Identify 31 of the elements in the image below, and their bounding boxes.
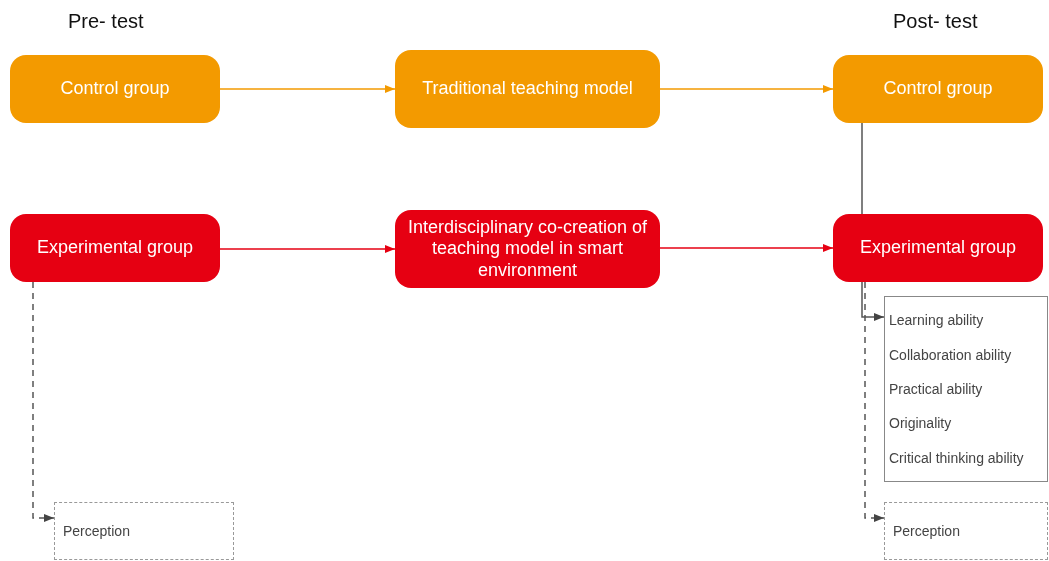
column-heading: Pre- test [68,10,144,33]
process-box [395,50,660,128]
dashed-box [54,502,234,560]
box-label: Traditional teaching model [422,78,633,100]
box-label: Perception [893,523,960,539]
process-box [833,214,1043,282]
process-box [395,210,660,288]
arrow [219,244,396,254]
process-box [10,214,220,282]
arrow [659,243,834,253]
box-label: Perception [63,523,130,539]
box-label: Control group [60,78,170,100]
outcome-item: Learning ability [889,312,985,329]
arrow [32,281,55,523]
box-label: Interdisciplinary co-creation of teaching model in smart environment [406,216,649,282]
arrow [219,84,396,94]
column-heading: Post- test [893,10,978,33]
process-box [10,55,220,123]
outcome-item: Critical thinking ability [889,449,1025,466]
arrow [864,281,885,523]
box-label: Experimental group [36,237,194,259]
outcome-list-box [884,296,1048,482]
outcome-item: Practical ability [889,380,984,397]
box-label: Control group [883,78,993,100]
outcome-item: Collaboration ability [889,346,1013,363]
arrow [861,281,885,322]
dashed-box [884,502,1048,560]
outcome-item: Originality [889,415,953,432]
box-label: Experimental group [859,237,1017,259]
process-box [833,55,1043,123]
arrow [659,84,834,94]
